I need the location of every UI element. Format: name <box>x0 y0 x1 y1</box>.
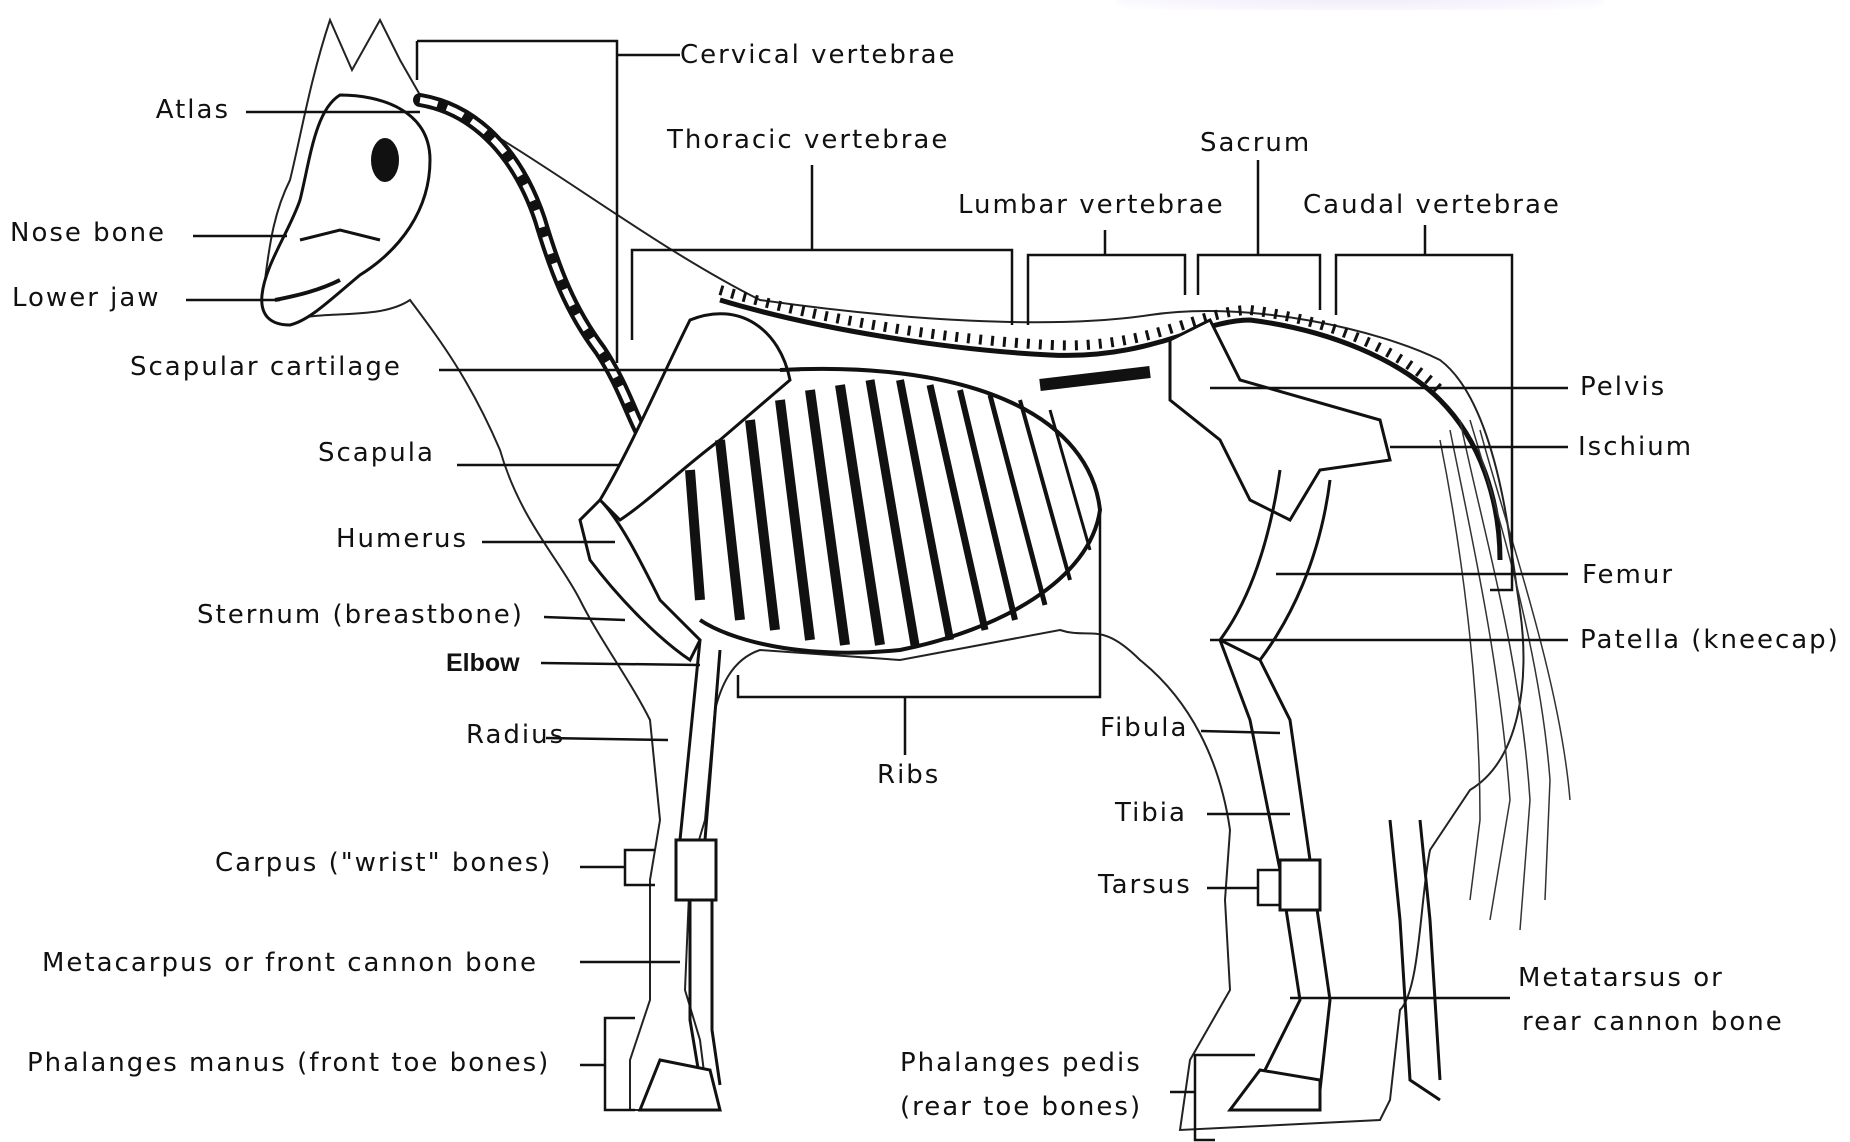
label-metacarpus: Metacarpus or front cannon bone <box>42 948 538 978</box>
label-carpus: Carpus ("wrist" bones) <box>215 848 552 878</box>
label-sacrum: Sacrum <box>1200 128 1311 158</box>
label-lower-jaw: Lower jaw <box>12 283 161 313</box>
label-ribs: Ribs <box>877 760 940 790</box>
label-metatarsus-line2: rear cannon bone <box>1522 1007 1784 1037</box>
label-phalanges-pedis-line1: Phalanges pedis <box>900 1048 1142 1078</box>
label-fibula: Fibula <box>1100 713 1188 743</box>
label-phalanges-pedis-line2: (rear toe bones) <box>900 1092 1142 1122</box>
label-cervical-vertebrae: Cervical vertebrae <box>680 40 957 70</box>
label-patella: Patella (kneecap) <box>1580 625 1840 655</box>
label-nose-bone: Nose bone <box>10 218 166 248</box>
label-scapular-cartilage: Scapular cartilage <box>130 352 402 382</box>
label-lumbar-vertebrae: Lumbar vertebrae <box>958 190 1225 220</box>
label-thoracic-vertebrae: Thoracic vertebrae <box>667 125 949 155</box>
label-pelvis: Pelvis <box>1580 372 1666 402</box>
label-phalanges-manus: Phalanges manus (front toe bones) <box>27 1048 550 1078</box>
label-atlas: Atlas <box>120 95 230 125</box>
label-sternum: Sternum (breastbone) <box>197 600 524 630</box>
label-elbow: Elbow <box>446 648 520 678</box>
label-radius: Radius <box>466 720 565 750</box>
label-ischium: Ischium <box>1578 432 1693 462</box>
label-femur: Femur <box>1582 560 1674 590</box>
label-tibia: Tibia <box>1115 798 1187 828</box>
label-tarsus: Tarsus <box>1098 870 1192 900</box>
label-caudal-vertebrae: Caudal vertebrae <box>1303 190 1561 220</box>
label-metatarsus-line1: Metatarsus or <box>1518 963 1724 993</box>
label-scapula: Scapula <box>318 438 435 468</box>
label-humerus: Humerus <box>336 524 468 554</box>
